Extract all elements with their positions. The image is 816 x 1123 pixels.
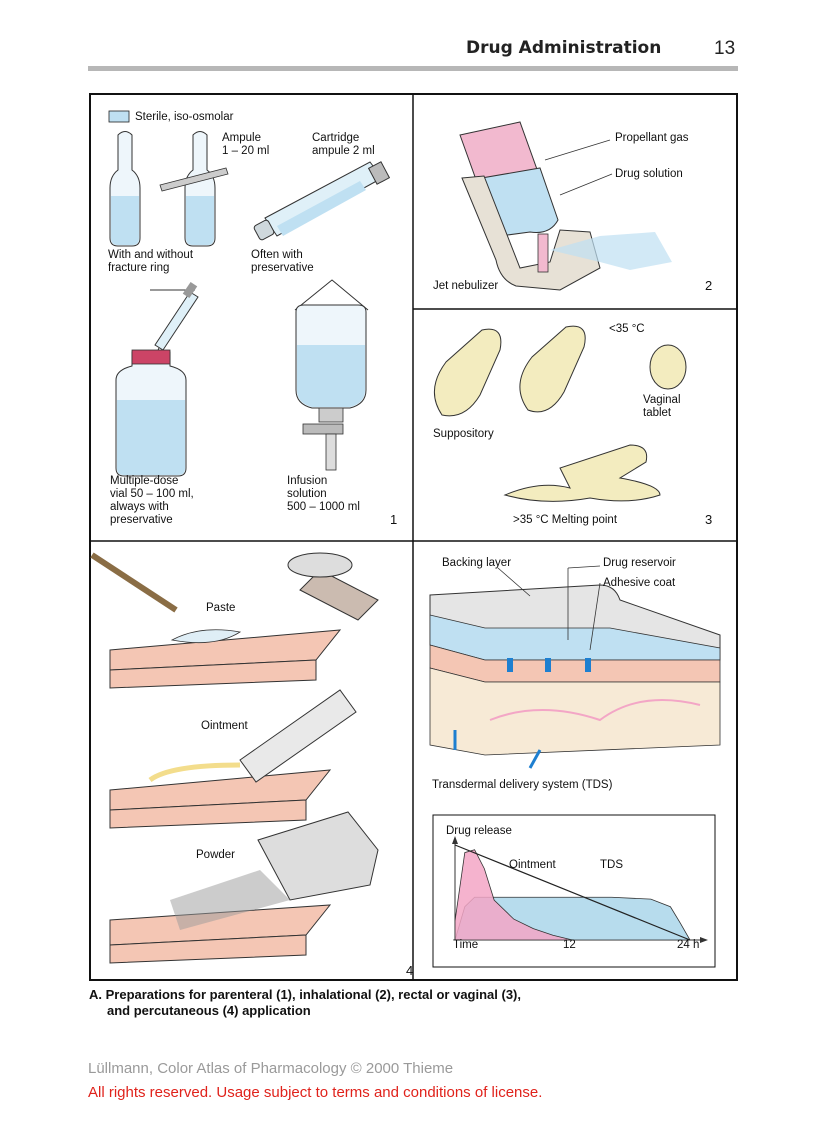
panel1-number: 1 (390, 512, 398, 527)
file-saw (159, 167, 229, 192)
suppository-label: Suppository (433, 428, 494, 440)
chart-frame (432, 814, 716, 968)
ampule-1-illustration (109, 131, 141, 247)
multi-dose-vial-label: Multiple-dose vial 50 – 100 ml, always w… (110, 475, 194, 526)
paste-label: Paste (206, 602, 236, 614)
syringe-and-vial-illustration (115, 281, 199, 477)
caption-line-1: A. Preparations for parenteral (1), inha… (89, 987, 521, 1002)
reference-line (454, 844, 691, 941)
header-rule (88, 66, 738, 71)
jet-nebulizer-illustration (459, 121, 672, 291)
copyright-footer: Lüllmann, Color Atlas of Pharmacology © … (88, 1060, 454, 1077)
ampule-2-illustration (159, 131, 229, 247)
ampule-label: Ampule 1 – 20 ml (222, 132, 270, 157)
melting-point-label: >35 °C Melting point (513, 514, 618, 526)
powder-label: Powder (196, 849, 235, 861)
x-tick-12: 12 (563, 939, 576, 951)
vaginal-tablet-label: Vaginal tablet (643, 394, 681, 419)
header-title: Drug Administration (466, 38, 662, 58)
backing-layer-label: Backing layer (442, 557, 512, 569)
legend-swatch (108, 110, 130, 123)
infusion-bottle-illustration (294, 279, 369, 471)
panel4-number: 4 (406, 963, 414, 978)
suppositories-illustration (434, 325, 687, 502)
fracture-ring-label: With and without fracture ring (108, 249, 194, 274)
adhesive-coat-label: Adhesive coat (603, 577, 676, 589)
drug-solution-label: Drug solution (615, 168, 683, 180)
panel2-number: 2 (705, 278, 713, 293)
figure-caption: A. Preparations for parenteral (1), inha… (89, 987, 521, 1019)
tds-illustration (429, 584, 721, 769)
legend-tds: TDS (600, 859, 623, 871)
page-number: 13 (714, 38, 736, 59)
cartridge-label: Cartridge ampule 2 ml (312, 132, 375, 157)
caption-line-2: and percutaneous (4) application (107, 1003, 311, 1018)
drug-reservoir-label: Drug reservoir (603, 557, 676, 569)
preservative-label: Often with preservative (251, 249, 314, 274)
tds-label: Transdermal delivery system (TDS) (432, 779, 613, 791)
ointment-label: Ointment (201, 720, 248, 732)
panel3-number: 3 (705, 512, 713, 527)
legend-ointment: Ointment (509, 859, 556, 871)
chart-title: Drug release (446, 825, 512, 837)
chart-series-group (454, 844, 691, 941)
below-35-label: <35 °C (609, 323, 645, 335)
cartridge-illustration (253, 161, 391, 241)
chart-x-label: Time (453, 939, 479, 951)
rights-footer: All rights reserved. Usage subject to te… (88, 1084, 543, 1101)
x-tick-24h: 24 h (677, 939, 700, 951)
infusion-label: Infusion solution 500 – 1000 ml (287, 475, 360, 513)
series-ointment-area (454, 849, 573, 941)
propellant-label: Propellant gas (615, 132, 689, 144)
skin-blocks-illustration (90, 552, 379, 964)
jet-nebulizer-label: Jet nebulizer (433, 280, 499, 292)
legend-label: Sterile, iso-osmolar (135, 111, 234, 123)
